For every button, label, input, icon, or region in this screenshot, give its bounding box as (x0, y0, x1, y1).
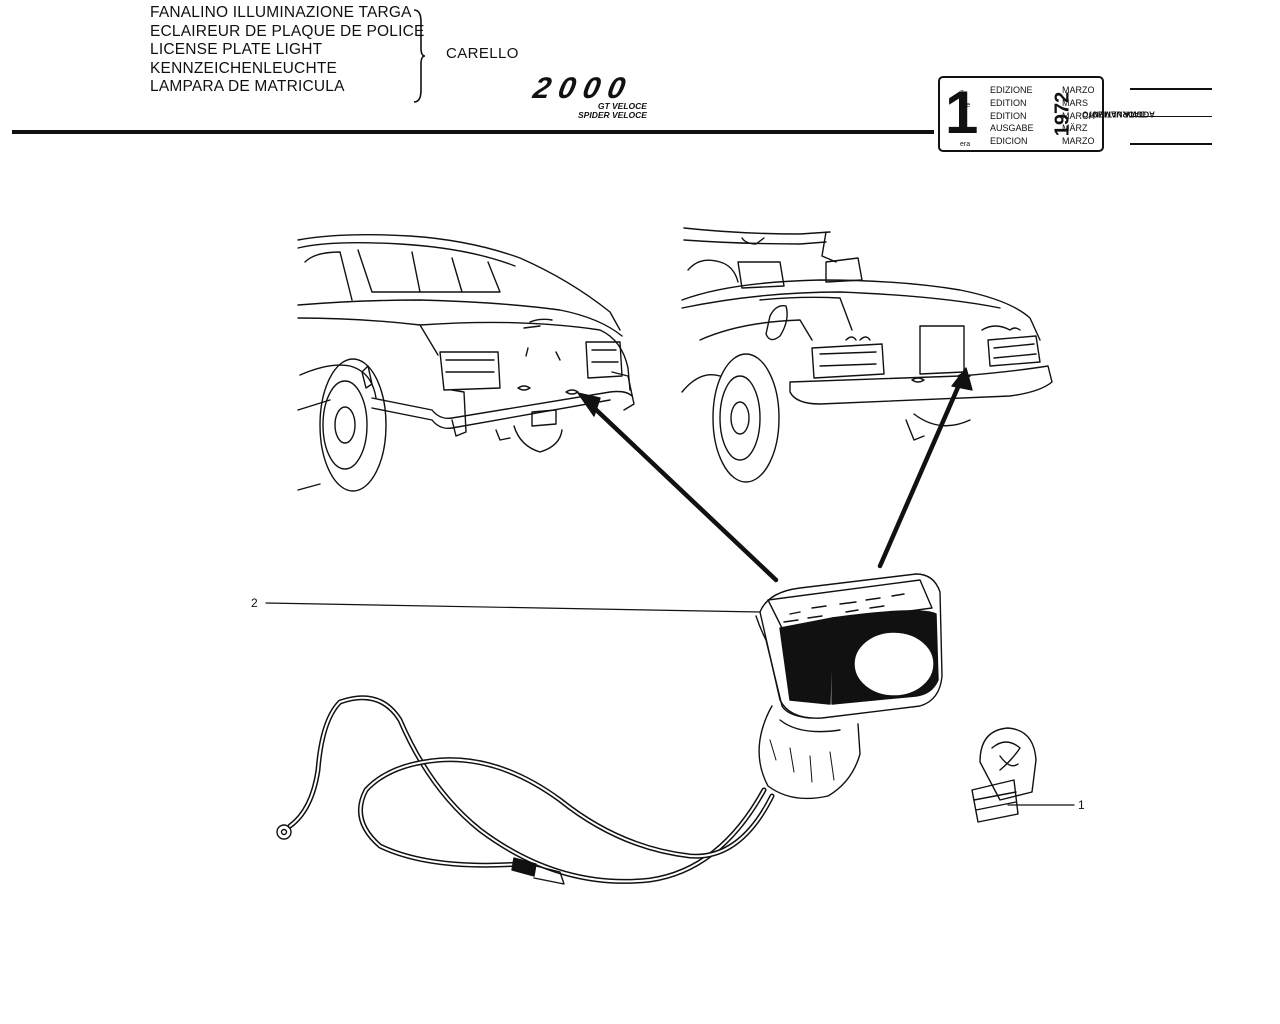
edition-label: EDITION (990, 97, 1027, 108)
model-logo-text: 2000 (530, 74, 636, 104)
pointer-arrows (587, 375, 965, 583)
edition-month: MARCH (1062, 110, 1095, 121)
arrow-head-icon (577, 392, 601, 417)
brace-icon (413, 9, 426, 103)
license-plate-lamp (276, 573, 943, 885)
edition-sup: a (960, 89, 964, 96)
edition-labels: EDIZIONE EDITION EDITION AUSGABE EDICION (990, 84, 1034, 148)
part-title-block: FANALINO ILLUMINAZIONE TARGA ECLAIREUR D… (150, 4, 425, 97)
header-rule (12, 130, 934, 134)
gt-veloce-illustration (297, 233, 635, 492)
edition-month: MÄRZ (1062, 123, 1088, 134)
edition-label: EDITION (990, 110, 1027, 121)
arrow-head-icon (951, 367, 973, 391)
edition-month: MARZO (1062, 85, 1095, 95)
edition-label: EDIZIONE (990, 85, 1033, 95)
title-en: LICENSE PLATE LIGHT (150, 41, 323, 58)
callout-2: 2 (251, 596, 258, 610)
model-variant-gt: GT VELOCE (597, 101, 647, 111)
title-es: LAMPARA DE MATRICULA (150, 78, 345, 95)
model-variant-spider: SPIDER VELOCE (578, 110, 647, 120)
edition-month: MARZO (1062, 136, 1095, 147)
edition-superscripts: a ère st . era (960, 86, 970, 151)
edition-box: 1 a ère st . era EDIZIONE EDITION EDITIO… (938, 76, 1104, 152)
edition-label: EDICION (990, 136, 1028, 147)
spider-veloce-illustration (681, 227, 1053, 483)
edition-sup: st (960, 115, 966, 122)
callout-leader-2 (265, 602, 761, 613)
update-line (1130, 115, 1212, 117)
update-date-lines (1130, 88, 1212, 171)
manufacturer-name: CARELLO (446, 45, 519, 62)
title-it: FANALINO ILLUMINAZIONE TARGA (150, 4, 412, 21)
callout-1: 1 (1078, 798, 1085, 812)
title-fr: ECLAIREUR DE PLAQUE DE POLICE (150, 22, 425, 40)
title-de: KENNZEICHENLEUCHTE (150, 59, 338, 77)
edition-month: MARS (1062, 97, 1089, 108)
edition-sup: . (960, 128, 962, 135)
model-variants: GT VELOCE SPIDER VELOCE (578, 102, 647, 120)
update-line (1130, 88, 1212, 90)
edition-label: AUSGABE (990, 123, 1034, 134)
edition-sup: era (960, 141, 971, 148)
edition-number: 1 (945, 79, 979, 146)
update-line (1130, 143, 1212, 145)
edition-months: MARZO MARS MARCH MÄRZ MARZO (1062, 84, 1095, 148)
bulb (971, 727, 1037, 823)
edition-sup: ère (960, 102, 971, 109)
model-logo: 2000 (530, 74, 636, 104)
